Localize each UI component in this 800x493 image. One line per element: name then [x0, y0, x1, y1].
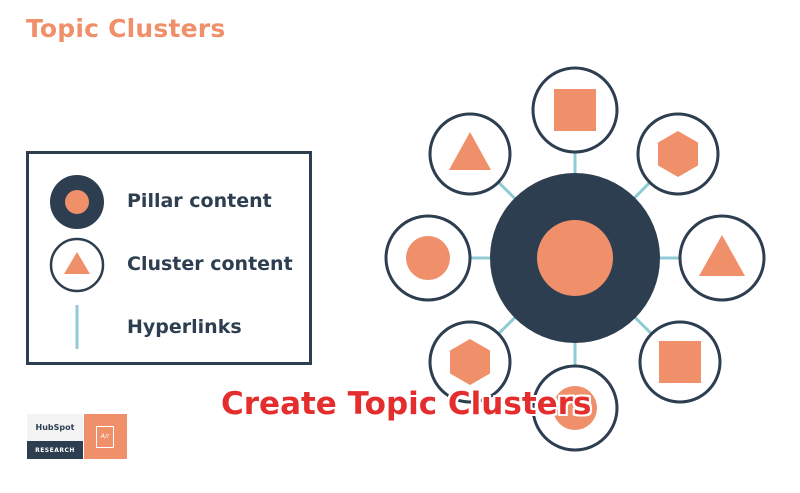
legend-item-cluster: Cluster content: [29, 234, 309, 294]
cluster-node-bottom-left: [428, 320, 512, 404]
hexagon-icon: [658, 131, 698, 177]
cluster-node-bottom: [531, 364, 619, 452]
triangle-icon: [449, 132, 491, 170]
legend-label-cluster: Cluster content: [127, 253, 293, 275]
legend: Pillar content Cluster content Hyperlink…: [26, 151, 312, 365]
logo-brand: HubSpot: [27, 414, 83, 441]
hubspot-research-logo: HubSpot RESEARCH A∕r: [27, 414, 127, 459]
legend-label-hyperlinks: Hyperlinks: [127, 316, 242, 338]
logo-subtitle: RESEARCH: [27, 441, 83, 459]
hyperlink-icon: [75, 305, 79, 349]
cluster-icon: [49, 237, 105, 293]
legend-item-pillar: Pillar content: [29, 171, 309, 231]
overlay-title: Create Topic Clusters: [221, 386, 592, 422]
page-title: Topic Clusters: [26, 14, 226, 43]
document-icon: A∕r: [96, 426, 114, 448]
triangle-icon: [699, 235, 745, 276]
square-icon: [554, 89, 596, 131]
logo-text-panel: HubSpot RESEARCH: [27, 414, 83, 459]
pillar-node: [490, 173, 660, 343]
legend-label-pillar: Pillar content: [127, 190, 272, 212]
cluster-node-top-left: [428, 112, 512, 196]
logo-document-panel: A∕r: [84, 414, 127, 459]
pillar-icon: [50, 175, 104, 229]
square-icon: [659, 341, 701, 383]
cluster-node-top-right: [636, 112, 720, 196]
cluster-node-left: [384, 214, 472, 302]
legend-item-hyperlinks: Hyperlinks: [29, 297, 309, 357]
cluster-node-top: [531, 66, 619, 154]
circle-icon: [406, 236, 450, 280]
cluster-node-bottom-right: [638, 320, 722, 404]
circle-icon: [553, 386, 597, 430]
cluster-node-right: [678, 214, 766, 302]
hexagon-icon: [450, 339, 490, 385]
document-mark: A∕r: [100, 433, 110, 440]
